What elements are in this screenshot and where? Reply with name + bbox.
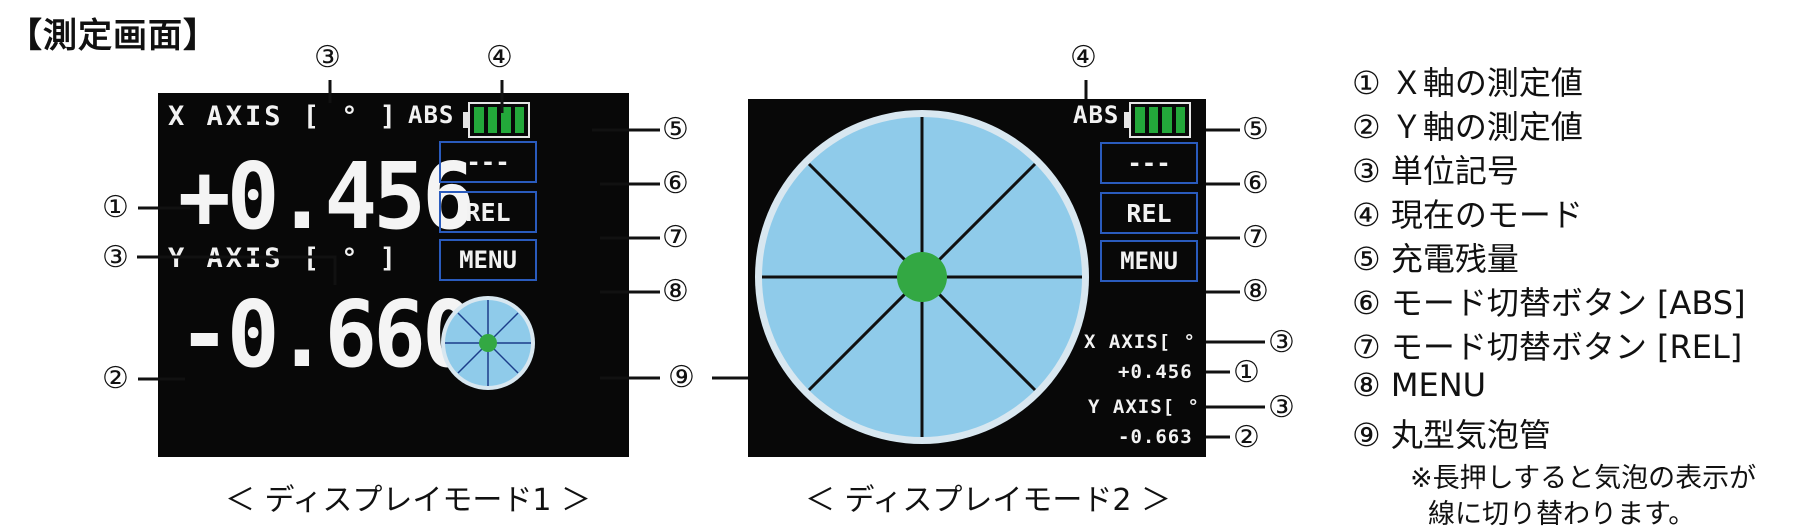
callout-3: ③ (314, 40, 341, 75)
legend-text: 充電残量 (1390, 240, 1519, 278)
display-mode-1-screen: X AXIS [ ° ] ABS +0.456 --- REL MENU Y A… (158, 93, 629, 457)
mode-switch-abs-button[interactable]: --- (1100, 142, 1198, 184)
x-axis-label: X AXIS [ ° ] (168, 101, 400, 132)
note-line-2: 線に切り替わります。 (1428, 499, 1696, 530)
circular-bubble-level (441, 296, 535, 390)
menu-button[interactable]: MENU (439, 239, 537, 281)
legend-item: ② Ｙ軸の測定値 (1352, 102, 1583, 148)
legend-text: モード切替ボタン [ABS] (1390, 284, 1746, 322)
legend-text: MENU (1390, 366, 1487, 404)
legend-item: ④ 現在のモード (1352, 190, 1583, 236)
legend-number: ⑤ (1352, 240, 1381, 278)
legend-number: ① (1352, 64, 1381, 102)
legend-item: ① Ｘ軸の測定値 (1352, 58, 1583, 104)
battery-cell (1135, 107, 1145, 133)
callout-7: ⑦ (662, 220, 689, 255)
y-axis-value: -0.660 (178, 281, 475, 388)
legend-item: ③ 単位記号 (1352, 146, 1519, 192)
x-axis-label: X AXIS[ ° ] (1084, 331, 1206, 353)
legend-number: ④ (1352, 196, 1381, 234)
x-axis-value: +0.456 (1118, 361, 1193, 383)
y-axis-value: -0.663 (1118, 426, 1193, 448)
x-axis-value: +0.456 (178, 143, 475, 250)
legend-item: ⑤ 充電残量 (1352, 234, 1519, 280)
battery-cell (487, 107, 497, 133)
legend-number: ③ (1352, 152, 1381, 190)
battery-cell (474, 107, 484, 133)
callout-4: ④ (1070, 40, 1097, 75)
battery-indicator (468, 102, 530, 138)
callout-2: ② (1233, 420, 1260, 455)
mode-switch-rel-button[interactable]: REL (1100, 192, 1198, 234)
legend-number: ⑥ (1352, 284, 1381, 322)
callout-8: ⑧ (1242, 274, 1269, 309)
callout-6: ⑥ (1242, 166, 1269, 201)
legend-text: Ｘ軸の測定値 (1390, 64, 1583, 102)
battery-cell (1175, 107, 1185, 133)
circular-bubble-level-large (755, 110, 1089, 444)
display-mode-2-screen: ABS --- REL MENU X AXIS[ ° ] +0.456 Y AX… (748, 99, 1206, 457)
callout-3: ③ (1268, 325, 1295, 360)
mode-indicator: ABS (1073, 101, 1120, 129)
note-line-1: ※長押しすると気泡の表示が (1410, 463, 1757, 494)
battery-cell (1148, 107, 1158, 133)
legend-item: ⑧ MENU (1352, 366, 1486, 404)
legend-number: ⑦ (1352, 328, 1381, 366)
callout-9: ⑨ (668, 360, 695, 395)
menu-button[interactable]: MENU (1100, 240, 1198, 282)
callout-1: ① (1233, 355, 1260, 390)
callout-7: ⑦ (1242, 220, 1269, 255)
battery-tip (463, 112, 468, 128)
legend-text: Ｙ軸の測定値 (1390, 108, 1583, 146)
bubble (897, 252, 947, 302)
y-axis-label: Y AXIS[ ° ] (1088, 396, 1206, 418)
display-mode-1-caption: ＜ ディスプレイモード1 ＞ (225, 483, 592, 518)
bubble (479, 334, 497, 352)
battery-cell (1162, 107, 1172, 133)
legend-text: モード切替ボタン [REL] (1390, 328, 1743, 366)
legend-number: ⑨ (1352, 416, 1381, 454)
mode-switch-abs-button[interactable]: --- (439, 141, 537, 183)
battery-cell (514, 107, 524, 133)
legend-text: 単位記号 (1390, 152, 1519, 190)
callout-3: ③ (1268, 390, 1295, 425)
legend-text: 現在のモード (1390, 196, 1583, 234)
callout-5: ⑤ (662, 112, 689, 147)
battery-tip (1124, 112, 1129, 128)
mode-switch-rel-button[interactable]: REL (439, 191, 537, 233)
legend-number: ② (1352, 108, 1381, 146)
display-mode-2-caption: ＜ ディスプレイモード2 ＞ (805, 483, 1172, 518)
legend-item: ⑨ 丸型気泡管 (1352, 410, 1551, 456)
callout-1: ① (102, 190, 129, 225)
callout-6: ⑥ (662, 166, 689, 201)
battery-cell (501, 107, 511, 133)
legend-item: ⑦ モード切替ボタン [REL] (1352, 322, 1742, 368)
callout-5: ⑤ (1242, 112, 1269, 147)
battery-indicator (1129, 102, 1191, 138)
callout-4: ④ (486, 40, 513, 75)
callout-3: ③ (102, 240, 129, 275)
legend-item: ⑥ モード切替ボタン [ABS] (1352, 278, 1746, 324)
mode-indicator: ABS (408, 101, 455, 129)
legend-number: ⑧ (1352, 366, 1381, 404)
legend-text: 丸型気泡管 (1390, 416, 1551, 454)
callout-2: ② (102, 361, 129, 396)
page-title: 【測定画面】 (8, 16, 218, 56)
callout-8: ⑧ (662, 274, 689, 309)
